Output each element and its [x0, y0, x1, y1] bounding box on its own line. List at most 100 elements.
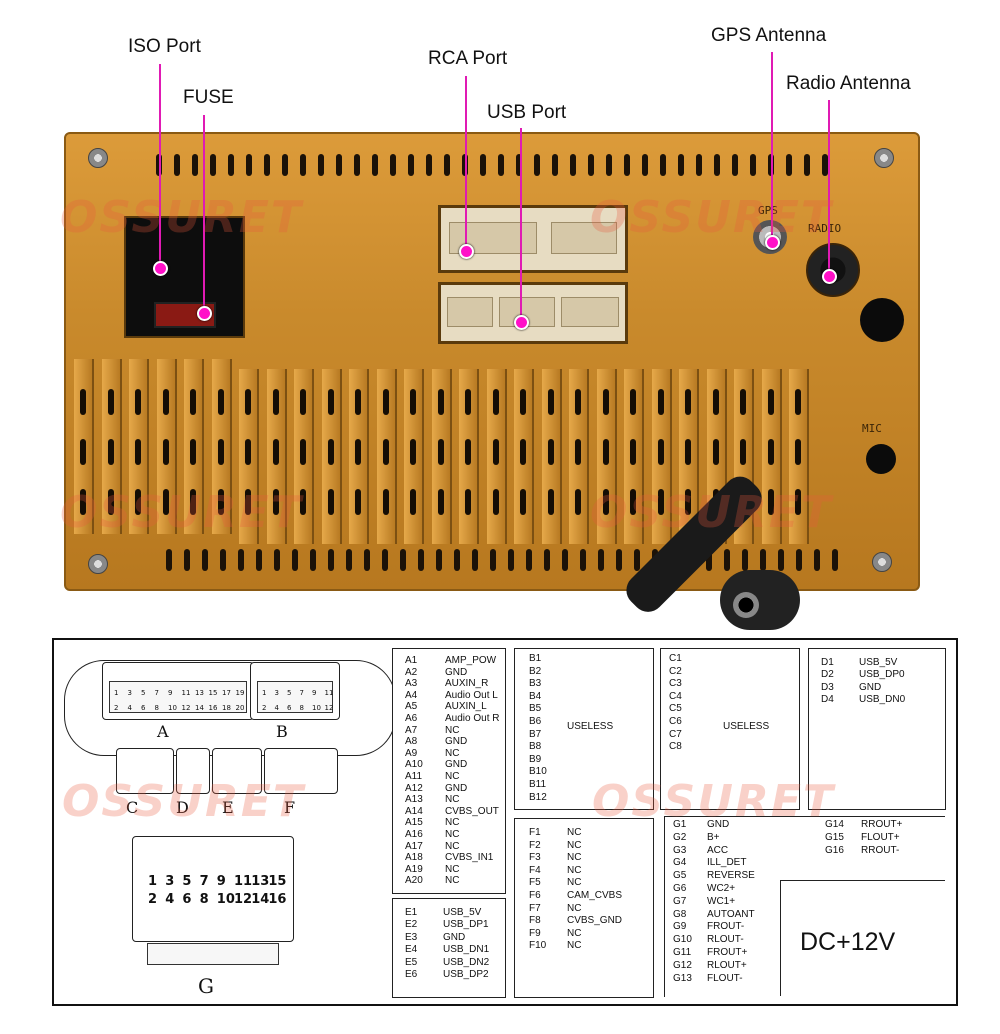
- vent-slot: [346, 549, 352, 571]
- pin-id: B10: [529, 766, 547, 778]
- fin-slot: [657, 389, 664, 415]
- vent-slot: [282, 154, 288, 176]
- pin-number: 11: [234, 874, 253, 889]
- vent-slot: [480, 154, 486, 176]
- pin-number: 20: [235, 704, 245, 712]
- vent-slot: [598, 549, 604, 571]
- vent-slot: [300, 154, 306, 176]
- fin-slot: [630, 389, 636, 415]
- pin-id: D1: [821, 657, 834, 668]
- pin-signal: WC1+: [707, 895, 736, 907]
- pin-id: B8: [529, 741, 542, 753]
- vent-slot: [354, 154, 360, 176]
- table-c-note: USELESS: [723, 721, 770, 732]
- pin-signal: REVERSE: [707, 870, 755, 882]
- fin-slot: [712, 389, 719, 415]
- pin-number: 12: [324, 704, 334, 712]
- table-b-row: B9: [529, 754, 555, 767]
- fin-slot: [630, 489, 636, 515]
- pin-id: E3: [405, 931, 418, 943]
- fin-slot: [327, 439, 334, 465]
- fin-slot: [685, 489, 691, 515]
- pin-number: 3: [274, 689, 279, 697]
- vent-slot: [804, 154, 810, 176]
- pin-number: 8: [299, 704, 304, 712]
- pin-signal: USB_DN0: [859, 694, 906, 706]
- vent-slot: [328, 549, 334, 571]
- vent-slot: [426, 154, 432, 176]
- pin-signal: AMP_POW: [445, 655, 497, 666]
- pin-id: F7: [529, 902, 541, 914]
- vent-slot: [256, 549, 262, 571]
- pin-signal: NC: [445, 724, 460, 736]
- vent-slot: [444, 154, 450, 176]
- fin-slot: [465, 389, 471, 415]
- pin-signal: RLOUT+: [707, 959, 747, 971]
- fin-slot: [300, 439, 306, 465]
- pin-number: 16: [268, 892, 287, 907]
- vent-slot: [202, 549, 208, 571]
- pin-number: 19: [235, 689, 245, 697]
- pin-id: B12: [529, 791, 547, 803]
- radio-antenna-jack: [806, 243, 860, 297]
- pin-number: 2: [114, 704, 119, 712]
- vent-slot: [588, 154, 594, 176]
- pin-number: 6: [287, 704, 292, 712]
- fin-slot: [245, 439, 251, 465]
- fin-slot: [382, 489, 389, 515]
- pin-signal: CVBS_OUT: [445, 805, 499, 817]
- pin-number: 11: [324, 689, 334, 697]
- table-c-row: C2: [669, 666, 691, 679]
- pin-number: 8: [154, 704, 159, 712]
- fuse-leader-line: [203, 115, 205, 313]
- fin-slot: [410, 489, 416, 515]
- vent-slot: [616, 549, 622, 571]
- vent-slot: [184, 549, 190, 571]
- pin-id: G12: [673, 959, 692, 971]
- radio-antenna-label: Radio Antenna: [786, 73, 911, 94]
- pin-number: 2: [262, 704, 267, 712]
- pin-number: 10: [168, 704, 177, 712]
- pin-signal: NC: [567, 902, 582, 914]
- pin-id: G8: [673, 908, 687, 920]
- pin-signal: USB_DP0: [859, 669, 905, 681]
- pin-signal: NC: [567, 827, 582, 838]
- vent-slot: [544, 549, 550, 571]
- vent-slot: [246, 154, 252, 176]
- fin-slot: [740, 389, 746, 415]
- fin-slot: [272, 439, 279, 465]
- pin-id: F1: [529, 827, 541, 838]
- fin-slot: [465, 439, 471, 465]
- pin-signal: RROUT-: [861, 844, 900, 856]
- fin-slot: [272, 489, 279, 515]
- table-b-row: B11: [529, 779, 555, 792]
- pin-number: 9: [168, 689, 173, 697]
- pin-id: E6: [405, 969, 418, 980]
- fuse-label: FUSE: [183, 87, 234, 108]
- pin-id: A4: [405, 689, 418, 701]
- rca-port: [438, 205, 628, 273]
- table-b-row: B2: [529, 666, 555, 679]
- pin-signal: GND: [443, 931, 466, 943]
- pin-id: C8: [669, 741, 682, 753]
- pin-id: B1: [529, 653, 542, 664]
- pin-id: E4: [405, 944, 418, 956]
- pin-signal: GND: [445, 759, 468, 771]
- pin-id: G15: [825, 831, 844, 843]
- vent-slot: [472, 549, 478, 571]
- table-b-row: B6: [529, 716, 555, 729]
